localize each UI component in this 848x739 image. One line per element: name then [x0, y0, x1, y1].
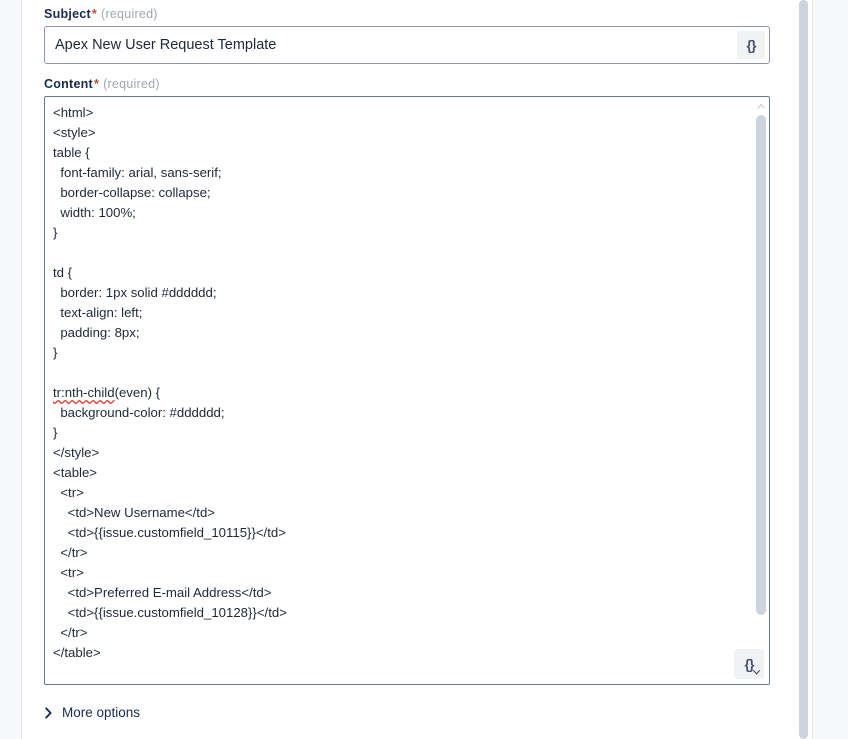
- subject-label: Subject*(required): [44, 6, 158, 22]
- code-line: <tr>: [53, 565, 84, 580]
- code-line: <table>: [53, 465, 97, 480]
- code-line: border: 1px solid #dddddd;: [53, 285, 217, 300]
- code-line: <td>{{issue.customfield_10115}}</td>: [53, 525, 286, 540]
- code-line: text-align: left;: [53, 305, 143, 320]
- more-options-toggle[interactable]: More options: [44, 702, 140, 724]
- scroll-up-arrow-icon[interactable]: [756, 102, 766, 110]
- code-line: </tr>: [53, 625, 88, 640]
- page-scrollbar-thumb[interactable]: [799, 0, 808, 739]
- left-gutter: [0, 0, 22, 739]
- form-panel: Subject*(required) {} Content*(required)…: [23, 0, 799, 739]
- code-line: [53, 243, 737, 263]
- subject-required-text: (required): [101, 7, 158, 21]
- code-line: }: [53, 225, 58, 240]
- curly-braces-icon: {}: [744, 656, 755, 672]
- code-line: tr:nth-child(even) {: [53, 385, 161, 400]
- code-line: background-color: #dddddd;: [53, 405, 225, 420]
- content-label-text: Content: [44, 77, 93, 91]
- chevron-down-icon: [753, 670, 760, 675]
- spellcheck-misspelled-token: tr:nth-child: [53, 385, 115, 400]
- code-line: width: 100%;: [53, 205, 136, 220]
- page-scrollbar[interactable]: [799, 0, 809, 739]
- subject-required-star: *: [91, 7, 98, 21]
- code-line: <html>: [53, 105, 94, 120]
- content-scrollbar-thumb[interactable]: [756, 115, 766, 615]
- subject-smart-values-button[interactable]: {}: [737, 31, 765, 59]
- content-scrollbar[interactable]: [753, 97, 769, 684]
- code-line: [53, 363, 737, 383]
- code-line: font-family: arial, sans-serif;: [53, 165, 222, 180]
- curly-braces-icon: {}: [746, 37, 757, 53]
- code-line: border-collapse: collapse;: [53, 185, 211, 200]
- code-line: <td>New Username</td>: [53, 505, 215, 520]
- code-line: table {: [53, 145, 90, 160]
- code-line: </table>: [53, 645, 101, 660]
- subject-label-text: Subject: [44, 7, 91, 21]
- content-required-text: (required): [103, 77, 160, 91]
- code-line: </tr>: [53, 545, 88, 560]
- code-line: <td>{{issue.customfield_10128}}</td>: [53, 605, 287, 620]
- more-options-label: More options: [62, 705, 141, 720]
- subject-input-wrapper[interactable]: {}: [44, 26, 770, 64]
- code-line: td {: [53, 265, 73, 280]
- code-line: <tr>: [53, 485, 84, 500]
- content-textarea[interactable]: <html> <style> table { font-family: arial,…: [45, 97, 745, 684]
- code-line: }: [53, 425, 58, 440]
- content-smart-values-button[interactable]: {}: [734, 649, 764, 679]
- content-label: Content*(required): [44, 76, 160, 92]
- right-panel-edge: [812, 0, 848, 739]
- content-required-star: *: [93, 77, 100, 91]
- chevron-right-icon: [45, 707, 52, 719]
- content-textarea-wrapper[interactable]: <html> <style> table { font-family: arial,…: [44, 96, 770, 685]
- code-line: padding: 8px;: [53, 325, 140, 340]
- code-line: <style>: [53, 125, 96, 140]
- subject-input[interactable]: [45, 27, 735, 63]
- code-line: }: [53, 345, 58, 360]
- code-line: <td>Preferred E-mail Address</td>: [53, 585, 272, 600]
- code-line: </style>: [53, 445, 100, 460]
